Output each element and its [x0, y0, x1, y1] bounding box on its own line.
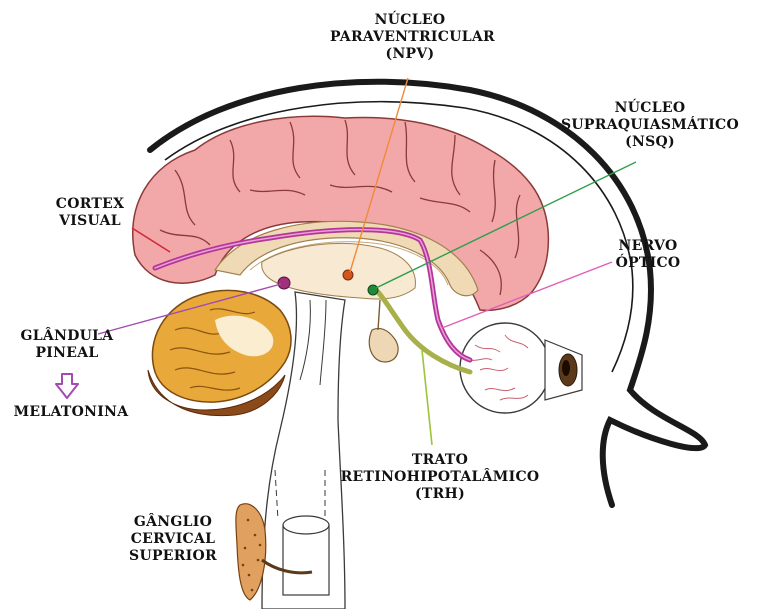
npv-label-line-1: NÚCLEO	[330, 12, 490, 29]
nsq-label: NÚCLEO SUPRAQUIASMÁTICO (NSQ)	[555, 100, 745, 151]
nsq-label-line-2: SUPRAQUIASMÁTICO	[555, 117, 745, 134]
trh-label-line-3: (TRH)	[340, 486, 540, 503]
diencephalon	[262, 243, 416, 299]
trh-label: TRATO RETINOHIPOTALÂMICO (TRH)	[340, 452, 540, 503]
npv-nucleus	[343, 270, 353, 280]
spinal-cord-cylinder	[283, 516, 329, 595]
ganglion-label-line-2: CERVICAL	[118, 531, 228, 548]
ganglion-label-line-3: SUPERIOR	[118, 548, 228, 565]
cortex-label-line-2: VISUAL	[40, 213, 140, 230]
cortex-label: CORTEX VISUAL	[40, 196, 140, 230]
trh-label-line-1: TRATO	[340, 452, 540, 469]
optic-nerve-label-line-2: ÓPTICO	[598, 255, 698, 272]
pineal-label: GLÂNDULA PINEAL	[12, 328, 122, 362]
optic-nerve-label: NERVO ÓPTICO	[598, 238, 698, 272]
nsq-label-line-3: (NSQ)	[555, 134, 745, 151]
pineal-label-line-2: PINEAL	[12, 345, 122, 362]
optic-nerve-label-line-1: NERVO	[598, 238, 698, 255]
cortex-label-line-1: CORTEX	[40, 196, 140, 213]
nsq-nucleus	[368, 285, 378, 295]
ganglion-label: GÂNGLIO CERVICAL SUPERIOR	[118, 514, 228, 565]
melatonin-label: MELATONINA	[6, 404, 136, 421]
trh-leader-line	[422, 350, 432, 445]
ganglion-label-line-1: GÂNGLIO	[118, 514, 228, 531]
pituitary-gland	[369, 328, 398, 362]
npv-label-line-2: PARAVENTRICULAR	[330, 29, 490, 46]
nsq-label-line-1: NÚCLEO	[555, 100, 745, 117]
eyeball	[460, 323, 582, 413]
npv-label-line-3: (NPV)	[330, 46, 490, 63]
pineal-gland	[278, 277, 290, 289]
superior-cervical-ganglion	[236, 504, 266, 600]
trh-label-line-2: RETINOHIPOTALÂMICO	[340, 469, 540, 486]
down-arrow-icon	[56, 374, 78, 398]
npv-label: NÚCLEO PARAVENTRICULAR (NPV)	[330, 12, 490, 63]
pineal-label-line-1: GLÂNDULA	[12, 328, 122, 345]
